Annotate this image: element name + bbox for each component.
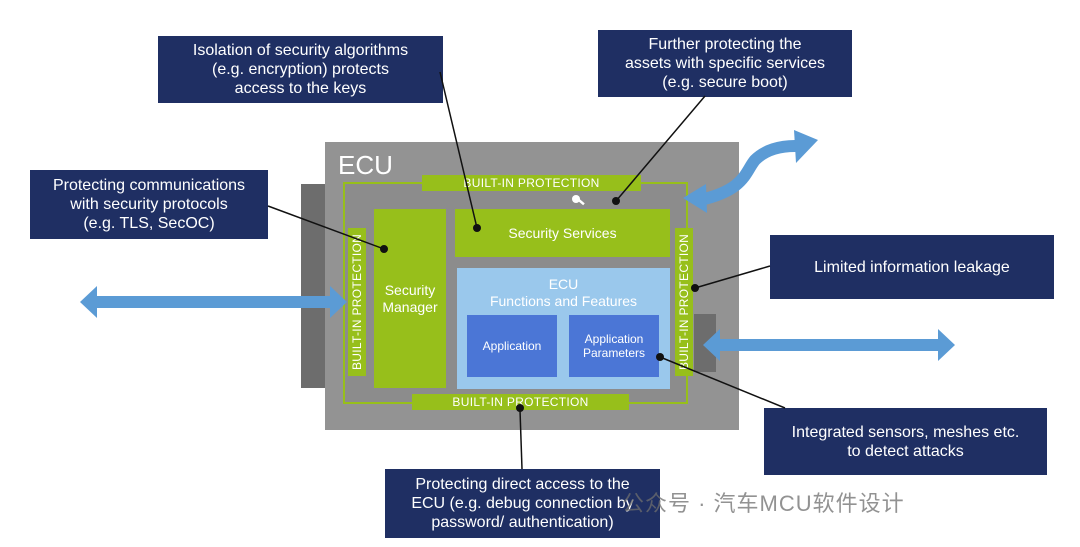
application-block: Application — [467, 315, 557, 377]
ecu-left-connector — [301, 184, 327, 388]
watermark-text: 公众号 · 汽车MCU软件设计 — [622, 491, 905, 516]
left-data-arrow — [80, 286, 347, 318]
security-manager-block: Security Manager — [374, 209, 446, 388]
callout-connectors — [267, 71, 786, 470]
application-parameters-block: Application Parameters — [569, 315, 659, 377]
callout-further-protecting: Further protecting the assets with speci… — [598, 30, 852, 97]
right-data-arrow — [703, 329, 955, 361]
callout-dots — [380, 197, 699, 412]
security-services-block: Security Services — [455, 209, 670, 257]
ecu-right-connector-inner — [694, 314, 716, 372]
callout-direct-access: Protecting direct access to the ECU (e.g… — [385, 469, 660, 538]
callout-information-leakage: Limited information leakage — [770, 235, 1054, 299]
key-icon — [572, 195, 585, 206]
protection-label-top: BUILT-IN PROTECTION — [422, 175, 641, 191]
curved-update-arrow — [683, 130, 818, 213]
callout-isolation: Isolation of security algorithms (e.g. e… — [158, 36, 443, 103]
callout-communications: Protecting communications with security … — [30, 170, 268, 239]
ecu-title: ECU — [338, 150, 393, 180]
protection-label-bottom: BUILT-IN PROTECTION — [412, 394, 629, 410]
ecu-functions-title: ECU Functions and Features — [489, 276, 638, 309]
callout-integrated-sensors: Integrated sensors, meshes etc. to detec… — [764, 408, 1047, 475]
